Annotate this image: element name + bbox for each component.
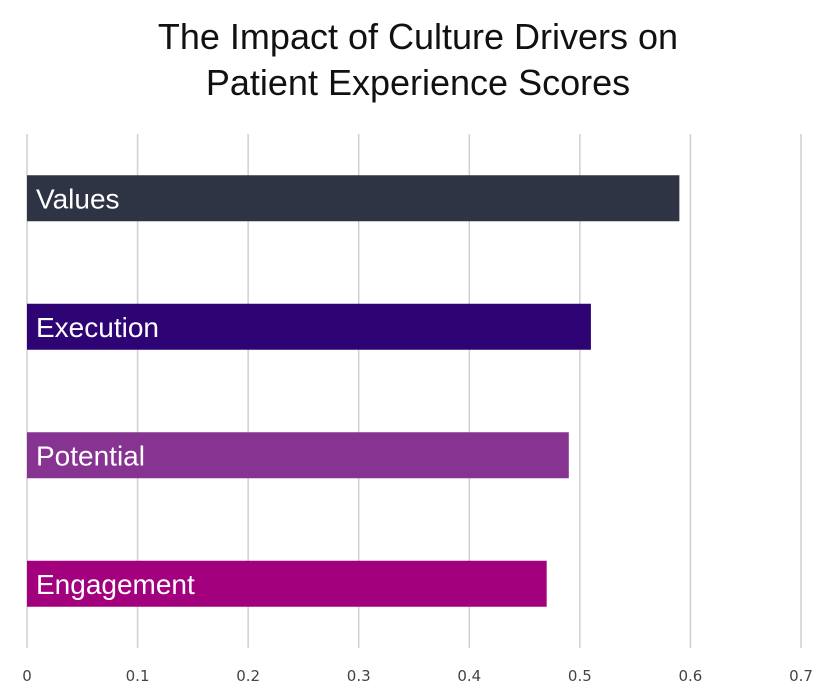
x-tick-label: 0.7 — [789, 667, 813, 685]
bar-label-engagement: Engagement — [36, 569, 195, 600]
bar-execution — [27, 303, 591, 350]
x-axis-ticks: 0 0.1 0.2 0.3 0.4 0.5 0.6 0.7 — [22, 667, 813, 685]
bar-potential — [27, 432, 569, 479]
x-tick-label: 0.3 — [347, 667, 371, 685]
x-tick-label: 0.6 — [678, 667, 702, 685]
x-tick-label: 0.2 — [236, 667, 260, 685]
bar-label-values: Values — [36, 183, 120, 214]
chart-title: The Impact of Culture Drivers on Patient… — [0, 14, 836, 106]
bar-values — [27, 175, 680, 222]
bar-engagement — [27, 560, 547, 607]
bar-label-potential: Potential — [36, 440, 145, 471]
x-tick-label: 0 — [22, 667, 32, 685]
x-tick-label: 0.5 — [568, 667, 592, 685]
bar-label-execution: Execution — [36, 312, 159, 343]
x-tick-label: 0.1 — [126, 667, 150, 685]
chart-title-line-1: The Impact of Culture Drivers on — [157, 16, 679, 57]
x-tick-label: 0.4 — [457, 667, 481, 685]
chart-title-line-2: Patient Experience Scores — [205, 62, 631, 103]
